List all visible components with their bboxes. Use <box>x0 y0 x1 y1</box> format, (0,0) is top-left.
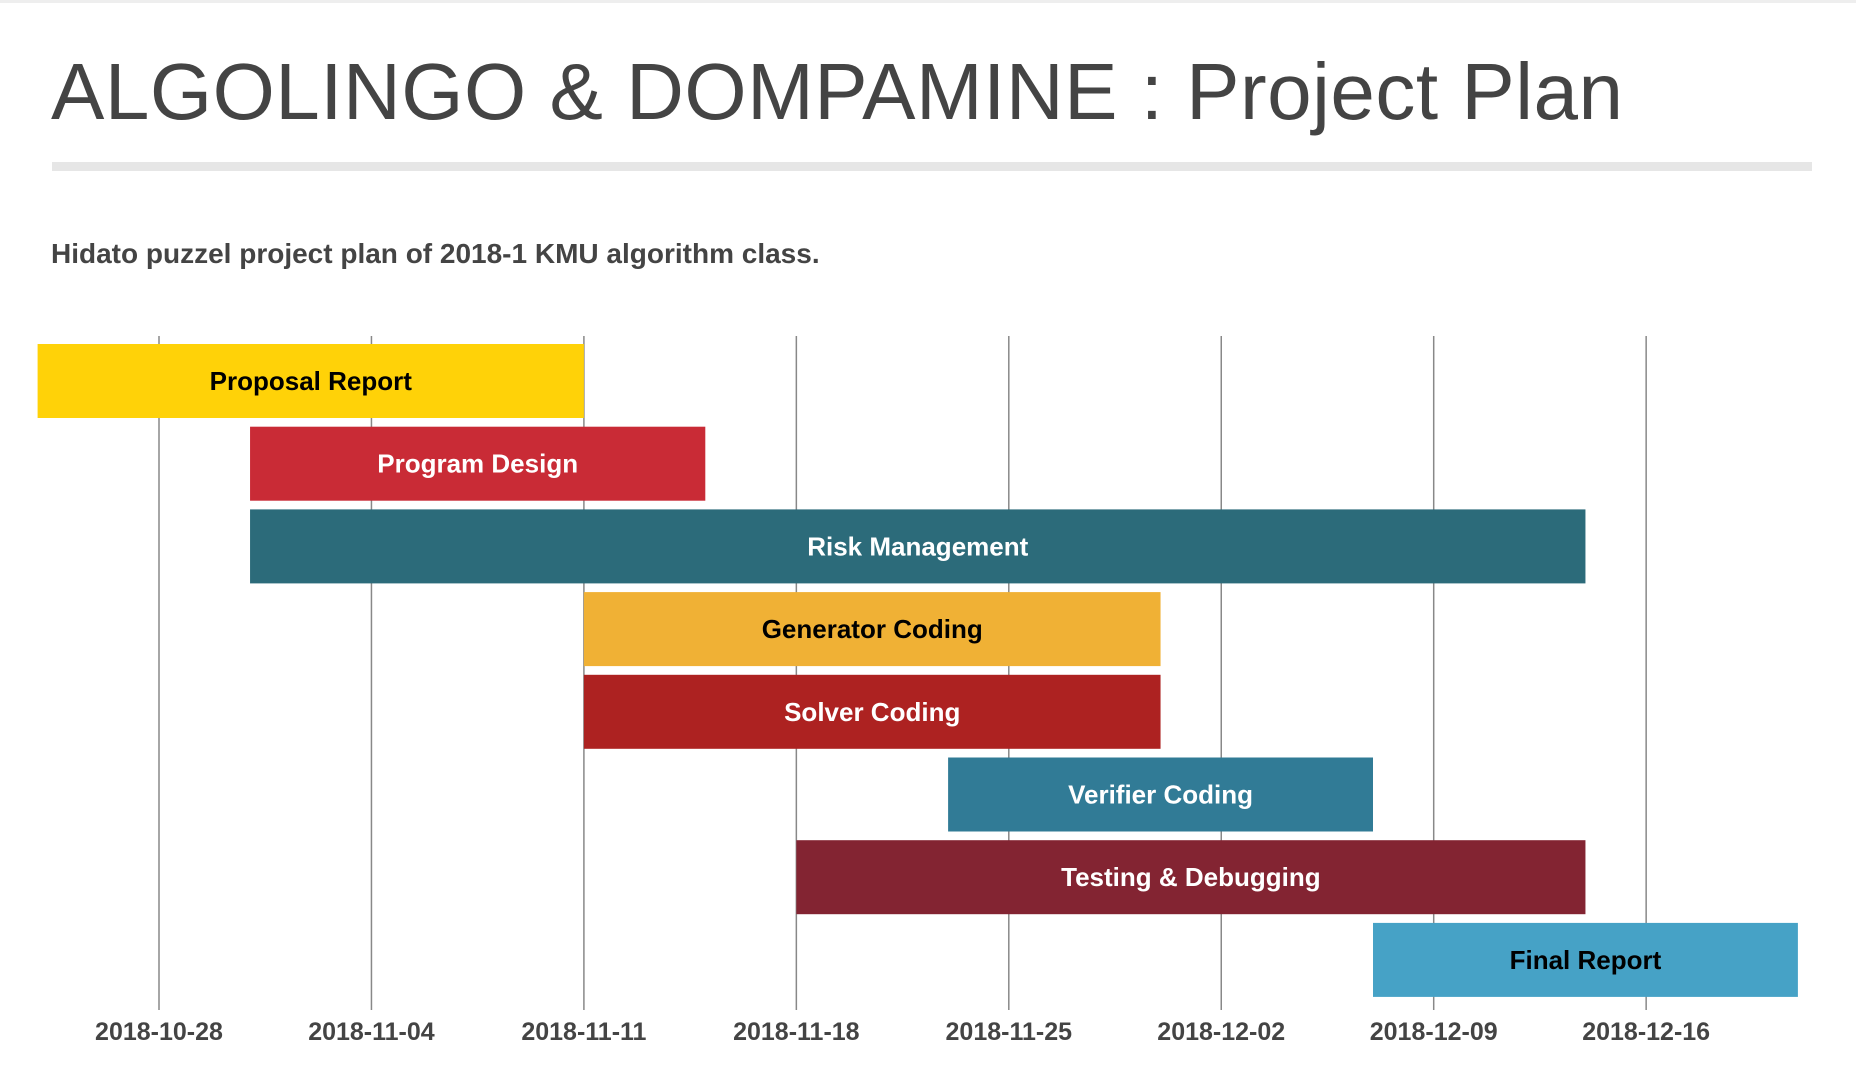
title-divider <box>52 162 1812 171</box>
x-tick-label: 2018-11-18 <box>733 1018 860 1046</box>
task-generator-coding: Generator Coding <box>583 592 1161 667</box>
task-solver-coding: Solver Coding <box>583 674 1161 749</box>
x-tick-label: 2018-12-02 <box>1157 1018 1285 1046</box>
task-label-verifier-coding: Verifier Coding <box>1068 780 1253 810</box>
task-label-risk-management: Risk Management <box>807 531 1028 561</box>
task-label-testing-debugging: Testing & Debugging <box>1061 862 1321 892</box>
x-tick-label: 2018-11-04 <box>308 1018 435 1046</box>
task-bar-solver-coding <box>583 674 1161 749</box>
task-label-solver-coding: Solver Coding <box>784 697 960 727</box>
task-final-report: Final Report <box>1373 922 1798 997</box>
task-testing-debugging: Testing & Debugging <box>796 840 1586 915</box>
x-tick-label: 2018-12-16 <box>1582 1018 1710 1046</box>
task-bar-final-report <box>1373 922 1798 997</box>
task-bar-generator-coding <box>583 592 1161 667</box>
task-bar-testing-debugging <box>796 840 1586 915</box>
x-tick-label: 2018-12-09 <box>1370 1018 1498 1046</box>
task-label-generator-coding: Generator Coding <box>762 614 983 644</box>
task-bar-program-design <box>250 426 706 501</box>
page-title: ALGOLINGO & DOMPAMINE : Project Plan <box>51 47 1624 136</box>
x-axis-ticks: 2018-10-28 2018-11-04 2018-11-11 2018-11-18… <box>95 1018 1710 1046</box>
x-tick-label: 2018-11-11 <box>521 1018 646 1046</box>
task-bar-verifier-coding <box>948 757 1373 832</box>
task-program-design: Program Design <box>250 426 706 501</box>
x-tick-label: 2018-11-25 <box>946 1018 1073 1046</box>
task-label-proposal-report: Proposal Report <box>210 366 413 396</box>
x-tick-label: 2018-10-28 <box>95 1018 223 1046</box>
task-label-final-report: Final Report <box>1510 945 1662 975</box>
task-proposal-report: Proposal Report <box>37 344 584 418</box>
task-bar-risk-management <box>250 509 1586 584</box>
top-border <box>0 0 1856 3</box>
page-subtitle: Hidato puzzel project plan of 2018-1 KMU… <box>51 238 820 269</box>
task-verifier-coding: Verifier Coding <box>948 757 1373 832</box>
task-label-program-design: Program Design <box>377 449 578 479</box>
task-risk-management: Risk Management <box>250 509 1586 584</box>
task-bar-proposal-report <box>37 344 584 418</box>
